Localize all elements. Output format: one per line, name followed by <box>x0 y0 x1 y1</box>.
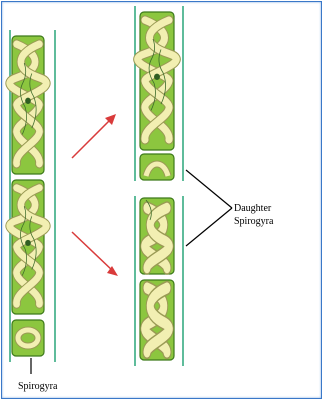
daughter-pointers <box>186 170 232 246</box>
cell-3 <box>12 320 44 356</box>
upper-arrow <box>72 114 116 158</box>
cell-1 <box>10 36 47 174</box>
daughter-label-line1: Daughter <box>234 203 272 214</box>
upper-cell-2 <box>140 154 174 180</box>
daughter-label-line2: Spirogyra <box>234 216 274 227</box>
upper-cell-1 <box>138 12 177 150</box>
cell-2 <box>10 180 47 314</box>
daughter-filament-lower <box>135 196 183 366</box>
lower-cell-2 <box>140 280 174 360</box>
lower-cell-1 <box>140 198 174 274</box>
parent-filament <box>10 30 55 362</box>
lower-arrow <box>72 232 118 276</box>
spirogyra-label: Spirogyra <box>18 381 58 392</box>
daughter-filament-upper <box>135 6 183 181</box>
